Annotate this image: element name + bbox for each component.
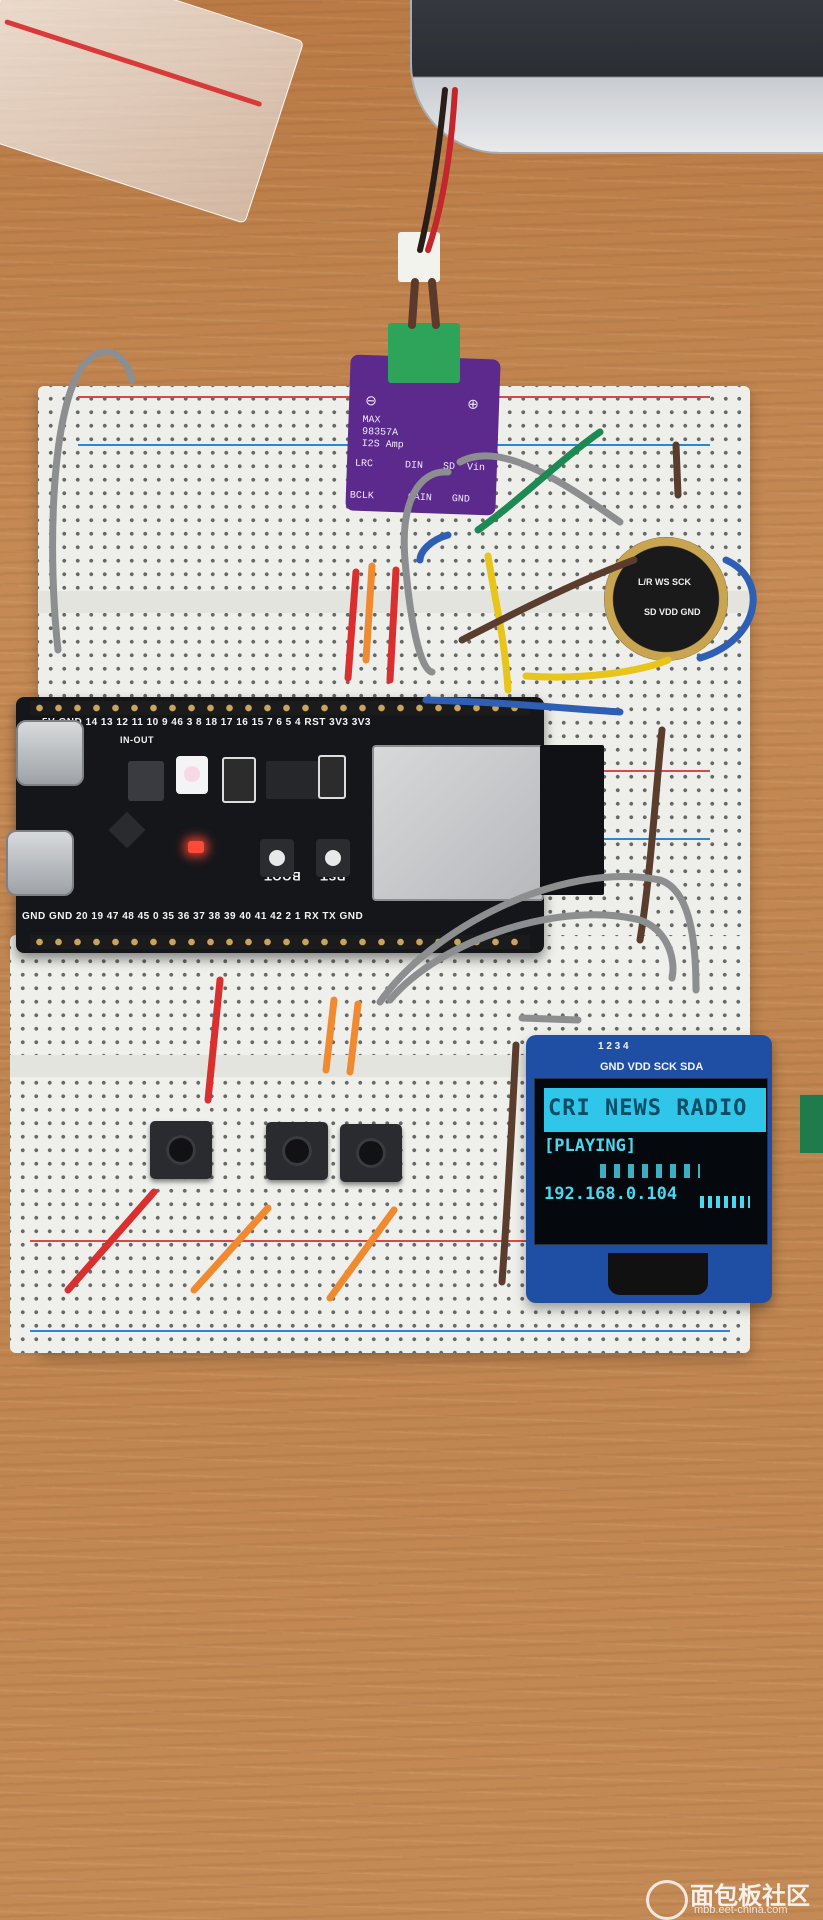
boot-button[interactable] (260, 839, 294, 877)
oled-pin-numbers: 1 2 3 4 (598, 1041, 629, 1052)
oled-signal-bars (700, 1196, 750, 1208)
esp-bottom-pin-labels: GND GND 20 19 47 48 45 0 35 36 37 38 39 … (22, 911, 364, 922)
smd-component (222, 757, 256, 803)
mic-label-bottom: SD VDD GND (644, 607, 701, 617)
oled-title-bar (544, 1088, 766, 1132)
mic-label-top: L/R WS SCK (638, 577, 691, 587)
esp-top-pin-labels: 5V GND 14 13 12 11 10 9 46 3 8 18 17 16 … (42, 717, 371, 728)
watermark-text: 面包板社区 (690, 1883, 810, 1910)
oled-pin-labels: GND VDD SCK SDA (600, 1061, 704, 1073)
power-led (188, 841, 204, 853)
push-button-3[interactable] (340, 1124, 402, 1182)
push-button-1[interactable] (150, 1121, 212, 1179)
esp32-module-shield (372, 745, 544, 901)
oled-title-text: CRI NEWS RADIO (548, 1096, 748, 1121)
voltage-regulator (266, 761, 324, 799)
rgb-led (176, 756, 208, 794)
green-object (800, 1095, 823, 1153)
push-button-2[interactable] (266, 1122, 328, 1180)
smd-component (318, 755, 346, 799)
oled-visualizer (600, 1164, 700, 1178)
screw-terminal (388, 323, 460, 383)
oled-status-text: [PLAYING] (544, 1136, 637, 1156)
i2s-microphone: L/R WS SCK SD VDD GND (604, 537, 728, 661)
esp-bottom-pin-header (30, 935, 530, 949)
usb-c-port[interactable] (16, 720, 84, 786)
oled-ip-text: 192.168.0.104 (544, 1184, 678, 1204)
pcb-antenna (540, 745, 604, 895)
reset-button[interactable] (316, 839, 350, 877)
smd-chip (128, 761, 164, 801)
esp-in-out-label: IN-OUT (120, 735, 154, 745)
watermark-subtext: mbb.eet-china.com (694, 1904, 788, 1916)
watermark-logo (646, 1880, 688, 1920)
esp-top-pin-header (30, 701, 530, 715)
power-rail-blue (30, 1330, 730, 1332)
oled-flex-cable (608, 1253, 708, 1295)
usb-c-port[interactable] (6, 830, 74, 896)
laptop-corner (410, 0, 823, 154)
power-rail-red (30, 1240, 730, 1242)
